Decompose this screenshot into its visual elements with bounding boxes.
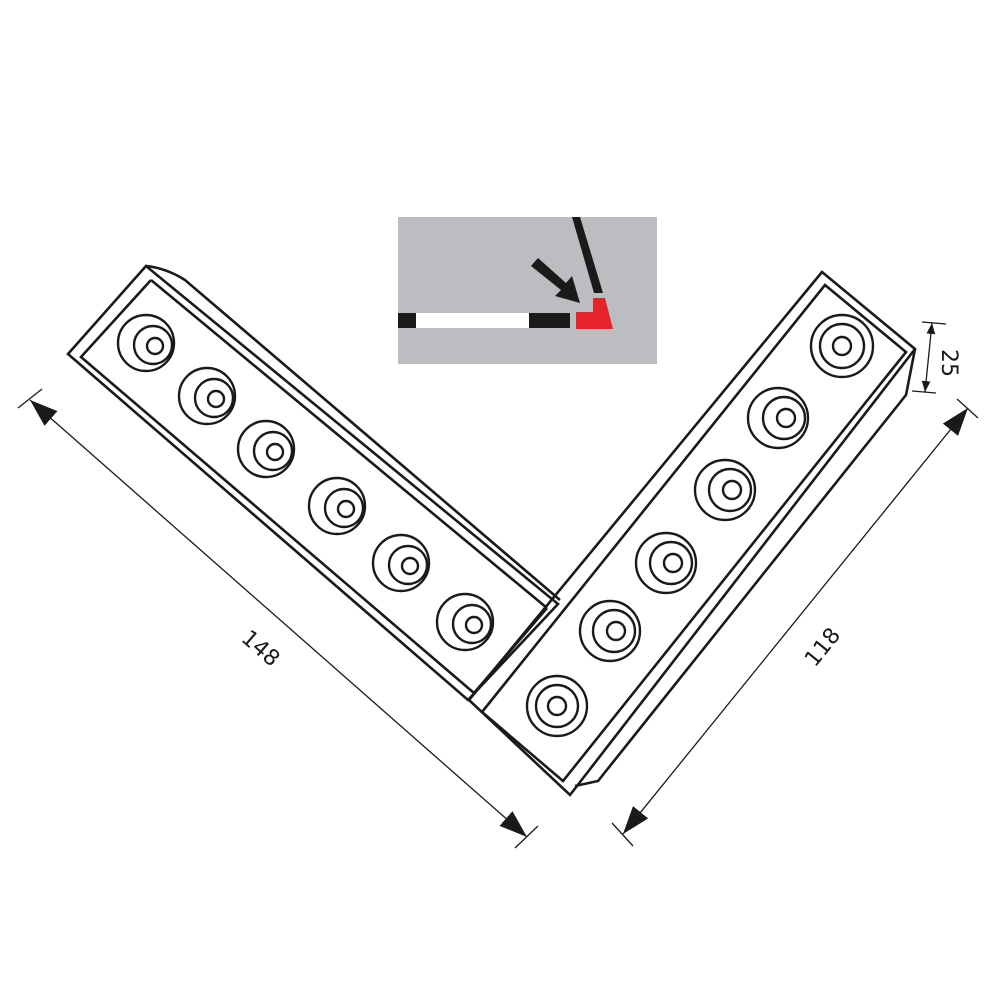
lens-icon	[236, 419, 296, 479]
left-arm-lenses	[116, 313, 495, 652]
dimension-label-148: 148	[236, 626, 284, 672]
dimension-25: 25	[911, 321, 961, 394]
lens-icon	[693, 458, 757, 522]
inset-detail	[398, 217, 657, 364]
lens-icon	[116, 313, 176, 373]
lens-icon	[809, 313, 875, 379]
dimension-label-118: 118	[800, 623, 846, 671]
dimension-118: 118	[611, 398, 979, 847]
track-black-right	[529, 313, 570, 328]
track-white	[416, 313, 529, 328]
right-arm-lenses	[525, 313, 875, 738]
dimension-label-25: 25	[936, 349, 961, 377]
lens-icon	[746, 386, 810, 450]
inset-background	[398, 217, 657, 364]
track-black-left	[398, 313, 416, 328]
dimension-148: 148	[17, 388, 539, 849]
lens-icon	[578, 599, 642, 663]
lens-icon	[525, 674, 589, 738]
lens-icon	[634, 531, 698, 595]
lens-icon	[307, 476, 367, 536]
red-corner-connector	[576, 298, 613, 329]
lens-icon	[371, 533, 431, 593]
lens-icon	[435, 592, 495, 652]
lens-icon	[177, 366, 237, 426]
pointer-arrow-icon	[531, 258, 580, 303]
track-black-vertical	[572, 217, 603, 293]
